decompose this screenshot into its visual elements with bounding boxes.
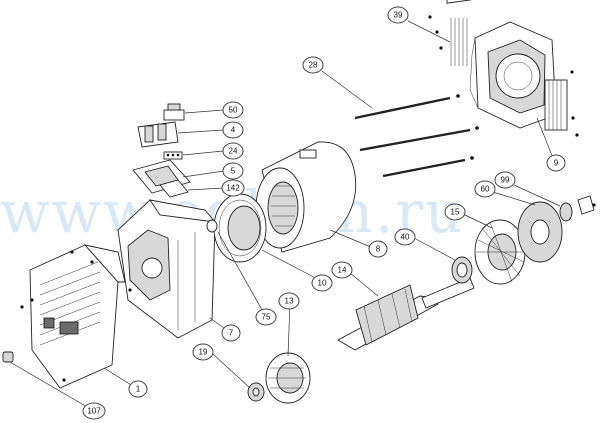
bearing-part	[451, 256, 473, 284]
callout-label: 15	[451, 208, 460, 217]
callout-75: 75	[255, 308, 277, 326]
callout-7: 7	[221, 324, 241, 342]
callout-14: 14	[331, 261, 353, 279]
callout-label: 24	[229, 147, 238, 156]
callout-50: 50	[222, 101, 244, 119]
callout-19: 19	[192, 343, 214, 361]
callout-label: 142	[226, 184, 240, 193]
housing-frame-part	[117, 199, 217, 339]
callout-label: 39	[394, 11, 403, 20]
flange-nut-part	[559, 195, 596, 222]
callout-1: 1	[128, 380, 148, 398]
cap-107-part	[2, 351, 14, 363]
terminal-clip-part	[163, 103, 185, 121]
callout-label: 7	[229, 329, 234, 338]
callout-5: 5	[222, 162, 244, 180]
callout-label: 99	[501, 176, 510, 185]
screw-dots-1	[20, 250, 132, 382]
end-shield-part	[469, 21, 557, 129]
callout-label: 28	[309, 61, 318, 70]
callout-label: 50	[229, 106, 238, 115]
callout-label: 10	[318, 279, 327, 288]
callout-8: 8	[368, 240, 388, 258]
callout-39: 39	[387, 6, 409, 24]
callout-10: 10	[311, 274, 333, 292]
washer-part	[247, 382, 265, 402]
callout-label: 5	[231, 167, 236, 176]
callout-label: 19	[199, 348, 208, 357]
callout-40: 40	[394, 228, 416, 246]
callout-15: 15	[444, 203, 466, 221]
small-terminals-part	[163, 151, 183, 160]
callout-142: 142	[221, 179, 245, 197]
callout-28: 28	[302, 56, 324, 74]
rotor-part	[337, 277, 475, 351]
callout-label: 40	[401, 233, 410, 242]
callout-label: 60	[481, 185, 490, 194]
callout-99: 99	[494, 171, 516, 189]
callout-label: 4	[231, 126, 236, 135]
terminal-block-part	[137, 121, 179, 148]
screw-dots-9	[428, 15, 579, 137]
callout-4: 4	[222, 121, 244, 139]
regulator-board-part	[159, 179, 189, 198]
callout-label: 14	[338, 266, 347, 275]
callout-13: 13	[278, 292, 300, 310]
stator-winding-part	[213, 193, 267, 263]
vent-grille-right	[544, 79, 568, 131]
callout-label: 107	[87, 407, 101, 416]
callout-label: 9	[554, 159, 559, 168]
callout-9: 9	[546, 154, 566, 172]
callout-label: 8	[376, 245, 381, 254]
small-ring-75-part	[206, 219, 218, 233]
callout-24: 24	[222, 142, 244, 160]
rear-cap-part	[517, 201, 563, 263]
vent-grille-left	[446, 0, 472, 66]
callout-60: 60	[474, 180, 496, 198]
front-cover-part	[29, 244, 126, 389]
exciter-rotor-part	[265, 352, 311, 404]
callout-label: 13	[285, 297, 294, 306]
tie-rods-part	[354, 94, 479, 178]
callout-label: 1	[136, 385, 141, 394]
callout-label: 75	[262, 313, 271, 322]
stator-housing-part	[255, 141, 357, 253]
callout-107: 107	[82, 402, 106, 420]
